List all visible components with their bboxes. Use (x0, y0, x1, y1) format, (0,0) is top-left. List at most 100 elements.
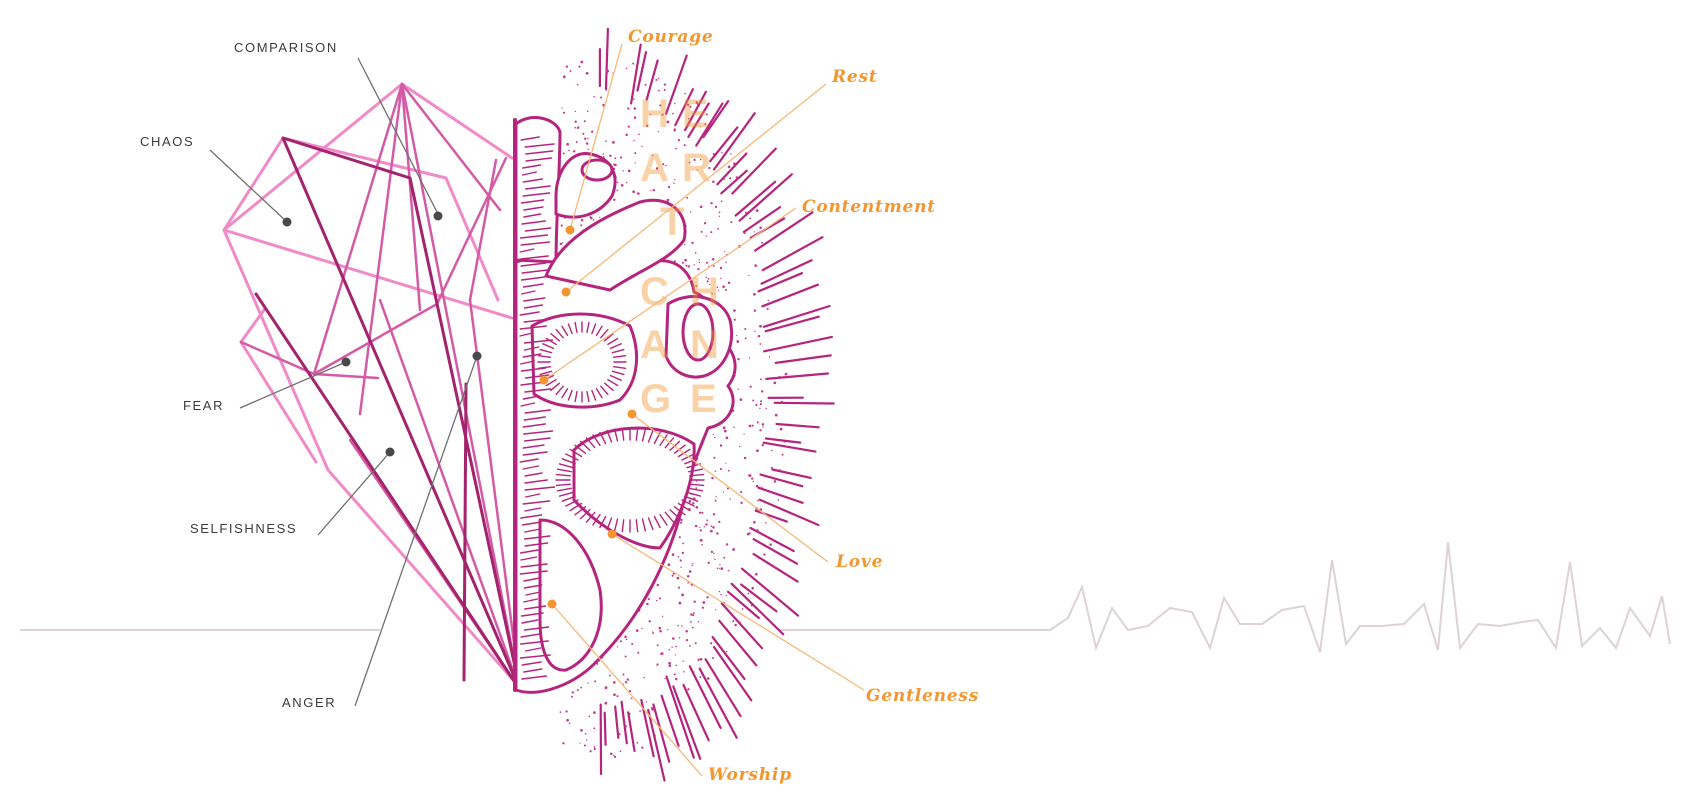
stipple-dot (706, 596, 709, 599)
stipple-dot (672, 637, 675, 640)
hatch-line (519, 332, 534, 337)
stipple-dot (678, 637, 681, 639)
stipple-dot (667, 185, 671, 189)
hatch-line (669, 509, 681, 520)
stipple-dot (685, 629, 688, 633)
ray-line (614, 705, 620, 739)
stipple-dot (773, 381, 777, 385)
stipple-dot (559, 242, 562, 246)
fear-leader (239, 361, 347, 409)
positive-dots (539, 225, 637, 609)
heart-letter-7: H (690, 270, 719, 314)
stipple-dot (747, 592, 750, 595)
hatch-line (523, 668, 543, 673)
stipple-dot (650, 189, 652, 191)
ray-line (773, 401, 835, 405)
hatch-line (519, 325, 547, 330)
stipple-dot (580, 224, 583, 227)
ray-line (749, 526, 795, 553)
stipple-dot (647, 598, 650, 601)
stipple-dot (638, 133, 640, 136)
hatch-line (520, 612, 544, 617)
stipple-dot (705, 113, 708, 116)
ray-line (647, 708, 666, 782)
stipple-dot (591, 130, 594, 133)
hatch-line (525, 157, 553, 162)
stipple-dot (559, 711, 562, 713)
stipple-dot (698, 511, 702, 514)
stipple-dot (618, 733, 621, 736)
stipple-dot (725, 462, 727, 464)
stipple-dot (763, 553, 766, 556)
stipple-dot (705, 523, 708, 526)
hatch-line (603, 382, 614, 391)
stipple-dot (671, 574, 674, 577)
hatch-line (585, 511, 596, 523)
stipple-dot (672, 553, 675, 555)
hatch-line (606, 517, 613, 531)
stipple-dot (712, 152, 715, 156)
stipple-dot (585, 71, 589, 75)
stipple-dot (620, 183, 624, 187)
stipple-dot (680, 518, 683, 522)
stipple-dot (673, 182, 675, 184)
worship-leader (551, 603, 703, 777)
stipple-dot (743, 433, 745, 435)
ray-line (762, 335, 834, 353)
stipple-dot (725, 627, 728, 630)
stipple-dot (660, 652, 664, 655)
stipple-dot (687, 581, 689, 584)
stipple-dot (636, 741, 639, 744)
stipple-dot (774, 413, 778, 417)
hatch-line (523, 416, 546, 421)
stipple-dot (683, 671, 685, 673)
stipple-dot (736, 340, 740, 343)
ray-line (702, 99, 730, 139)
hatch-line (524, 479, 548, 484)
stipple-dot (716, 286, 719, 289)
hatch-line (545, 378, 557, 387)
stipple-dot (751, 586, 754, 590)
stipple-dot (695, 284, 698, 287)
stipple-dot (759, 403, 762, 406)
stipple-dot (762, 269, 764, 271)
label-fear: FEAR (183, 398, 224, 413)
stipple-dot (624, 635, 627, 639)
stipple-dot (565, 710, 568, 713)
hatch-line (519, 234, 549, 239)
ray-line (716, 152, 748, 186)
stipple-dot (641, 145, 643, 147)
hatch-line (591, 389, 597, 401)
label-rest: Rest (831, 67, 878, 87)
hatch-line (688, 468, 704, 473)
stipple-dot (711, 476, 714, 480)
hatch-line (565, 453, 579, 461)
label-selfishness: SELFISHNESS (190, 521, 297, 536)
hatch-line (565, 499, 579, 507)
stipple-dot (627, 107, 630, 110)
stipple-dot (689, 645, 691, 647)
stipple-dot (750, 604, 753, 607)
hatch-line (592, 513, 601, 526)
stipple-dot (781, 453, 784, 456)
stipple-dot (626, 678, 630, 681)
stipple-dot (701, 543, 703, 546)
stipple-dot (748, 474, 751, 477)
hatch-line (522, 395, 540, 400)
hatch-line (609, 343, 622, 350)
stipple-dot (648, 620, 651, 623)
stipple-dot (754, 330, 756, 333)
stipple-dot (694, 642, 697, 645)
hatch-line (677, 502, 691, 512)
stipple-dot (677, 624, 679, 627)
stipple-dot (741, 608, 744, 610)
ray-line (604, 27, 610, 91)
ekg-wave (1049, 541, 1671, 653)
ray-line (762, 441, 817, 453)
hatch-line (635, 427, 639, 441)
heart-letter-6: C (640, 270, 669, 314)
label-love: Love (835, 552, 883, 572)
hatch-line (521, 675, 548, 680)
stipple-dot (600, 96, 603, 99)
ray-line (672, 685, 702, 760)
